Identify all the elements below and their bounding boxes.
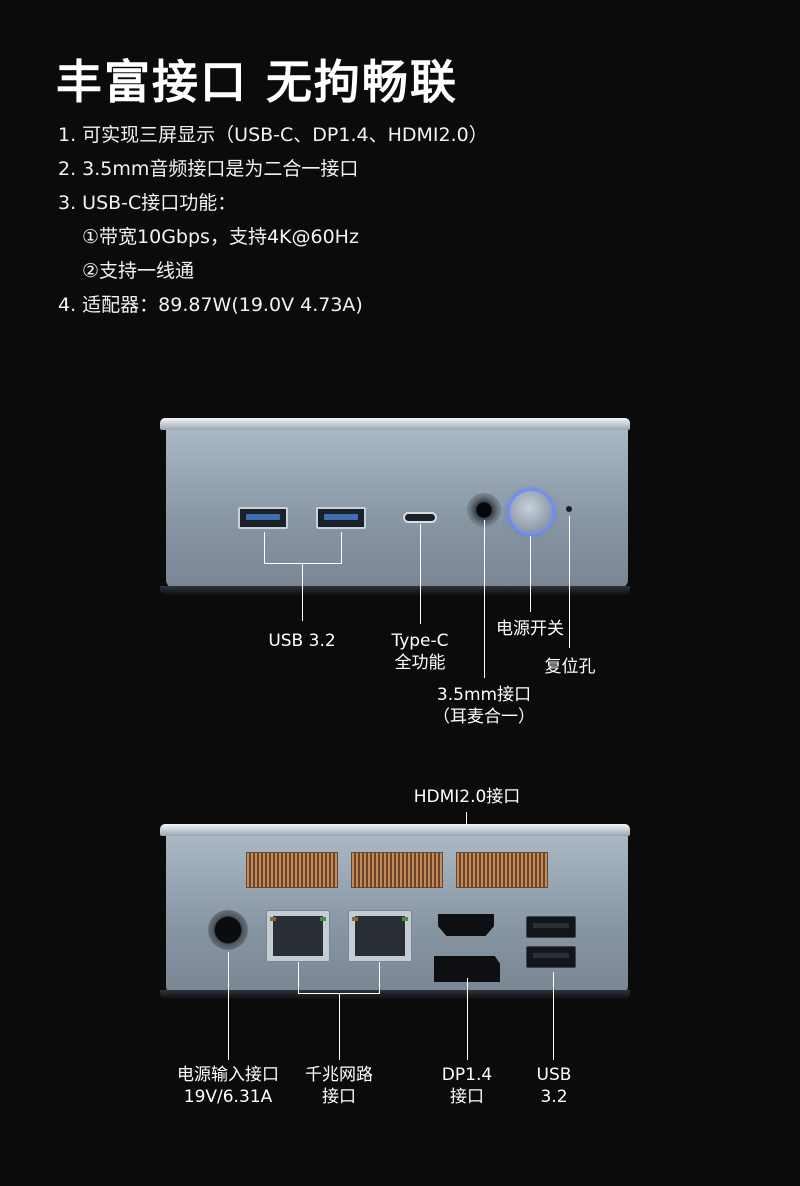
lan-socket (273, 916, 323, 956)
lan-socket (355, 916, 405, 956)
label-lan-2: 接口 (322, 1087, 356, 1107)
leader-usb-left (264, 532, 265, 564)
reset-hole (566, 506, 572, 512)
leader-power (530, 536, 531, 612)
lan-led-green (402, 917, 408, 921)
label-usb-rear-1: USB (536, 1065, 572, 1085)
spec-item-usbc: 3. USB-C接口功能： (58, 192, 237, 214)
label-dc-1: 电源输入接口 (177, 1065, 279, 1085)
leader-usb-rear (553, 972, 554, 1060)
label-power-switch: 电源开关 (496, 619, 564, 639)
leader-usb-right (341, 532, 342, 564)
label-usb-rear-2: 3.2 (540, 1087, 568, 1107)
rear-usb-port-2 (526, 946, 576, 968)
leader-dc (228, 952, 229, 1060)
leader-lan-left (298, 962, 299, 994)
label-dp-1: DP1.4 (441, 1065, 493, 1085)
spec-list: 1. 可实现三屏显示（USB-C、DP1.4、HDMI2.0） 2. 3.5mm… (58, 118, 488, 322)
rear-usb-port-1 (526, 916, 576, 938)
leader-typec (420, 524, 421, 624)
front-panel-view (160, 418, 635, 598)
leader-lan-right (379, 962, 380, 994)
leader-reset (569, 516, 570, 648)
power-button (508, 489, 554, 535)
leader-usb-stem (302, 563, 303, 621)
front-usb-port-1 (238, 507, 288, 529)
spec-subitem-bandwidth: ①带宽10Gbps，支持4K@60Hz (82, 226, 359, 248)
rear-panel-view (160, 824, 635, 1004)
spec-item-audio: 2. 3.5mm音频接口是为二合一接口 (58, 158, 359, 180)
label-reset-hole: 复位孔 (544, 657, 596, 677)
label-typec-1: Type-C (391, 631, 449, 651)
spec-item-display: 1. 可实现三屏显示（USB-C、DP1.4、HDMI2.0） (58, 124, 488, 146)
base-plate (160, 990, 630, 999)
front-usb-c-port (403, 512, 437, 523)
front-face (166, 430, 628, 588)
lan-led-amber (352, 917, 358, 921)
lan-port-2 (348, 910, 412, 962)
spec-item-adapter: 4. 适配器：89.87W(19.0V 4.73A) (58, 294, 363, 316)
leader-lan-stem (339, 993, 340, 1060)
label-typec-2: 全功能 (394, 653, 446, 673)
page-title: 丰富接口 无拘畅联 (56, 55, 459, 109)
spec-subitem-one-cable: ②支持一线通 (82, 260, 195, 282)
label-dp-2: 接口 (450, 1087, 484, 1107)
lan-port-1 (266, 910, 330, 962)
label-dc-2: 19V/6.31A (183, 1087, 273, 1107)
hdmi-port (438, 914, 494, 936)
label-lan-1: 千兆网路 (305, 1065, 373, 1085)
vent-grille-3 (456, 852, 548, 888)
leader-dp (467, 978, 468, 1060)
lan-led-amber (270, 917, 276, 921)
front-usb-port-2 (316, 507, 366, 529)
label-usb-front: USB 3.2 (268, 631, 336, 651)
displayport-port (434, 956, 500, 982)
label-audio-1: 3.5mm接口 (436, 685, 532, 705)
label-audio-2: （耳麦合一） (433, 707, 535, 727)
label-hdmi: HDMI2.0接口 (413, 787, 521, 807)
leader-audio (484, 520, 485, 678)
vent-grille-1 (246, 852, 338, 888)
base-plate (160, 586, 630, 595)
vent-grille-2 (351, 852, 443, 888)
top-lid (160, 418, 630, 430)
lan-led-green (320, 917, 326, 921)
leader-usb-bridge (264, 563, 342, 564)
top-lid (160, 824, 630, 836)
dc-power-jack (208, 910, 248, 950)
